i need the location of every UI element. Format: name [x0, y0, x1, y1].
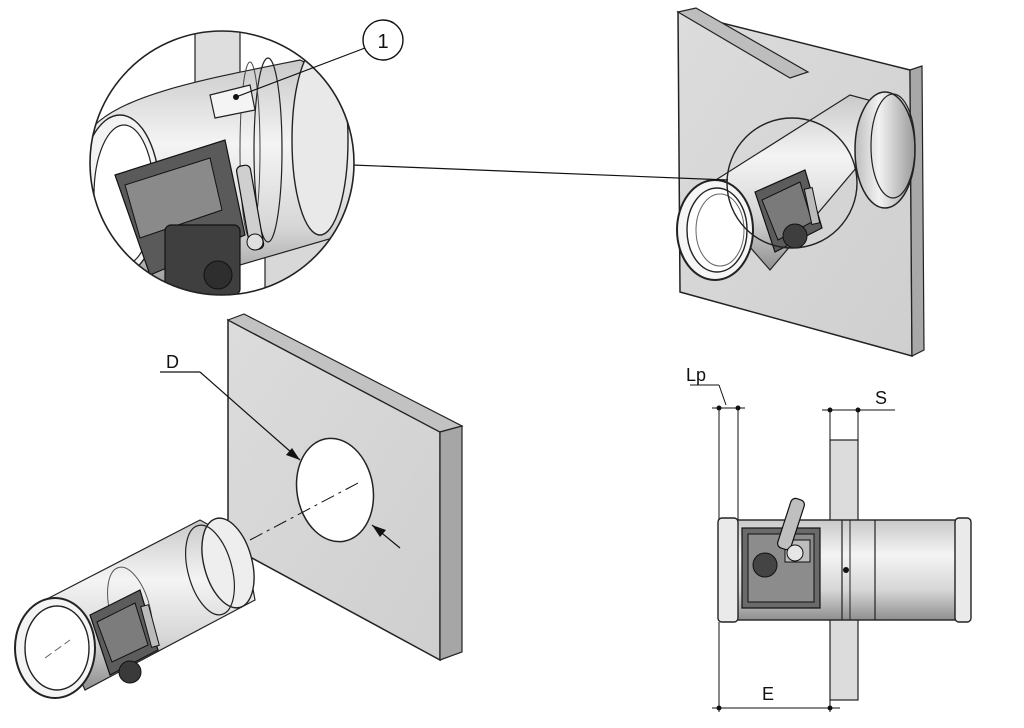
dimension-s-label: S — [875, 388, 887, 408]
callout-1-label: 1 — [377, 31, 388, 53]
wall-side — [909, 65, 925, 357]
actuator-box-lower — [89, 589, 160, 684]
bottom-left-assembly: D — [14, 313, 464, 699]
wall-edge — [676, 7, 810, 79]
top-right-assembly — [676, 7, 925, 357]
dimension-lp-label: Lp — [686, 365, 706, 385]
damper-duct-lower — [14, 517, 256, 699]
wall-right-edge — [439, 425, 463, 661]
zoom-source-circle — [726, 117, 858, 249]
axis-line — [249, 481, 361, 541]
intumescent-seal — [209, 84, 256, 119]
detail-circle — [89, 30, 355, 296]
side-elevation: Lp S E — [686, 365, 972, 712]
detail-zoom-view: 1 — [89, 19, 404, 296]
actuator-box — [754, 169, 823, 253]
zoom-leader-line — [351, 164, 729, 181]
callout-1-bubble — [362, 19, 404, 61]
dimension-e-label: E — [762, 684, 774, 704]
wall-opening — [295, 437, 375, 543]
dimension-d-label: D — [166, 352, 179, 372]
callout-1-leader — [235, 47, 366, 98]
